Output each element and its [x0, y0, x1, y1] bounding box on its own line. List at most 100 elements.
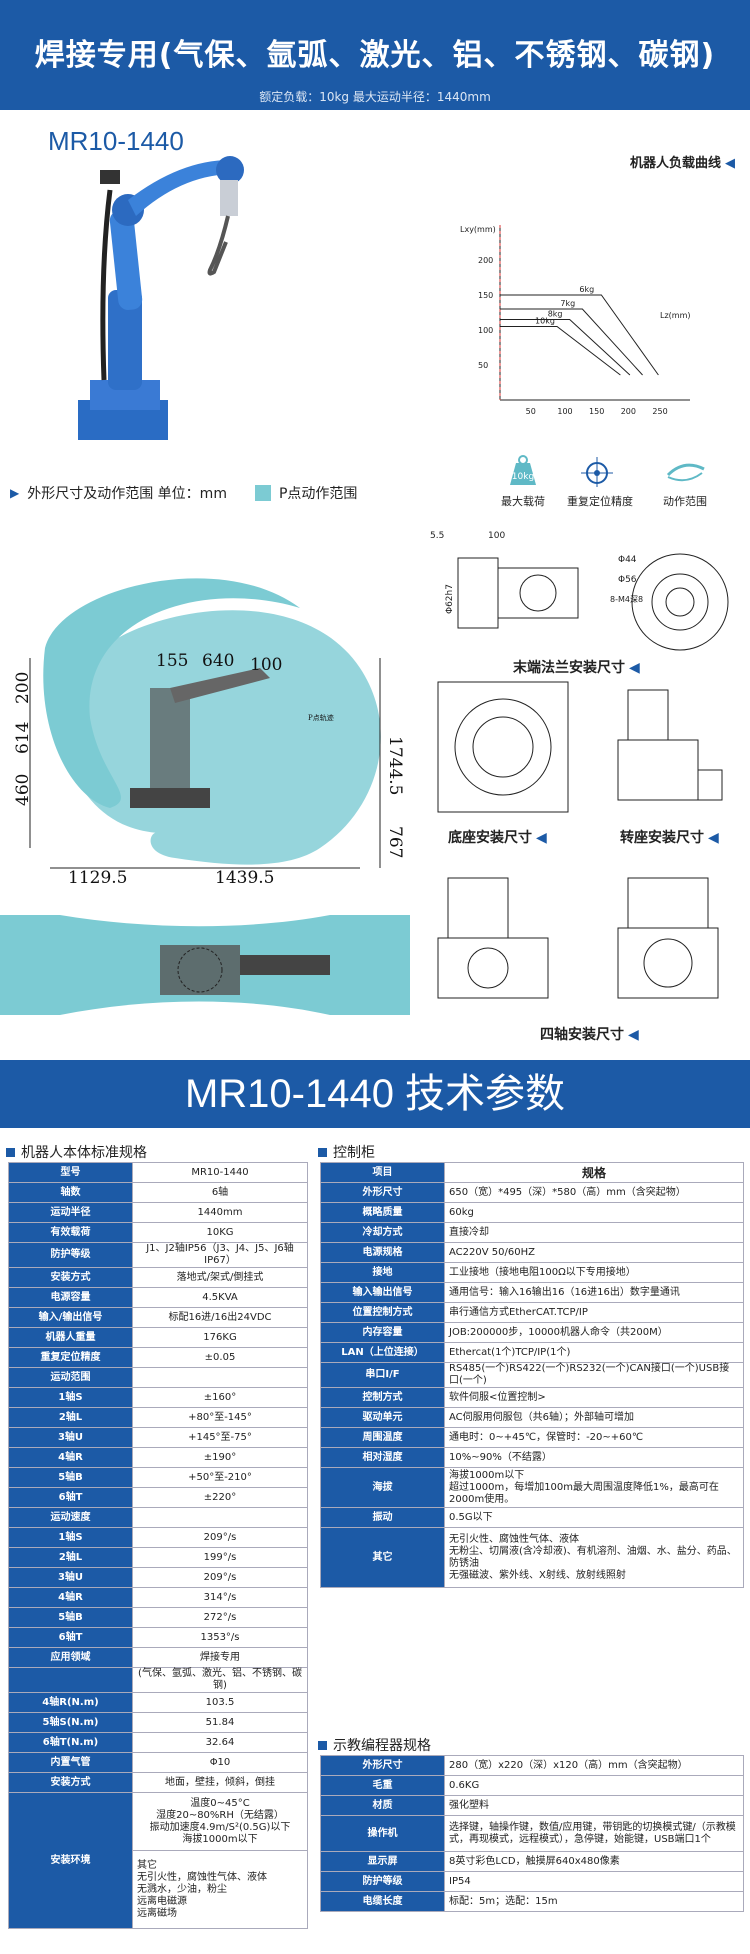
spec-key: 材质: [320, 1795, 445, 1816]
spec-value: ±0.05: [132, 1347, 308, 1368]
spec-value: 10%~90%（不结露）: [444, 1447, 744, 1468]
spec-key: 有效载荷: [8, 1222, 133, 1243]
flange-dim-m4: 8-M4深8: [610, 595, 643, 604]
flange-dim-5-5: 5.5: [430, 531, 444, 541]
feature-label: 重复定位精度: [567, 495, 633, 508]
working-range-top: [0, 915, 410, 1015]
spec-value: 32.64: [132, 1732, 308, 1753]
spec-value: 通用信号：输入16输出16（16进16出）数字量通讯: [444, 1282, 744, 1303]
spec-key: 位置控制方式: [320, 1302, 445, 1323]
table-row: 安装方式地面，壁挂，倾斜，倒挂: [8, 1772, 308, 1793]
flange-dim-56: Φ56: [618, 575, 637, 585]
table-row: 5轴B+50°至-210°: [8, 1467, 308, 1488]
spec-value: J1、J2轴IP56（J3、J4、J5、J6轴IP67）: [132, 1242, 308, 1268]
env-line: 无引火性，腐蚀性气体、液体: [137, 1871, 267, 1883]
spec-key: 其它: [320, 1527, 445, 1588]
spec-key: 5轴B: [8, 1607, 133, 1628]
spec-value: (气保、氩弧、激光、铝、不锈钢、碳钢): [132, 1667, 308, 1693]
base-drawing: [437, 681, 569, 813]
arrow-icon: ◀: [628, 1027, 639, 1043]
base-caption: 底座安装尺寸◀: [448, 830, 547, 846]
table-row: 材质强化塑料: [320, 1795, 744, 1816]
arrow-icon: ◀: [536, 830, 547, 846]
spec-value: IP54: [444, 1871, 744, 1892]
spec-value: 60kg: [444, 1202, 744, 1223]
spec-value: 650（宽）*495（深）*580（高）mm（含突起物）: [444, 1182, 744, 1203]
spec-value: 0.5G以下: [444, 1507, 744, 1528]
table-row: 其它无引火性，腐蚀性气体、液体无溅水，少油，粉尘远离电磁源远离磁场: [9, 1850, 308, 1929]
table-row: LAN（上位连接）Ethercat(1个)TCP/IP(1个): [320, 1342, 744, 1363]
spec-key: 6轴T: [8, 1487, 133, 1508]
spec-value: 0.6KG: [444, 1775, 744, 1796]
dim-767: 767: [385, 826, 405, 858]
spec-key: 5轴B: [8, 1467, 133, 1488]
spec-key: 内置气管: [8, 1752, 133, 1773]
page-title: 焊接专用(气保、氩弧、激光、铝、不锈钢、碳钢): [34, 38, 716, 73]
spec-key: 4轴R: [8, 1447, 133, 1468]
dims-label: 外形尺寸及动作范围 单位：mm: [27, 486, 227, 502]
spec-key: 运动速度: [8, 1507, 133, 1528]
load-curve-line: [500, 326, 621, 376]
spec-value: RS485(一个)RS422(一个)RS232(一个)CAN接口(一个)USB接…: [444, 1362, 744, 1388]
spec-key: 电源规格: [320, 1242, 445, 1263]
other-line: 无粉尘、切屑液(含冷却液)、有机溶剂、油烟、水、盐分、药品、防锈油: [449, 1545, 737, 1569]
spec-value: 落地式/架式/倒挂式: [132, 1267, 308, 1288]
table-row: 2轴L+80°至-145°: [8, 1407, 308, 1428]
spec-key: 应用领域: [8, 1647, 133, 1668]
spec-key: 毛重: [320, 1775, 445, 1796]
spec-value: 209°/s: [132, 1527, 308, 1548]
table-row: 其它无引火性、腐蚀性气体、液体无粉尘、切屑液(含冷却液)、有机溶剂、油烟、水、盐…: [320, 1527, 744, 1588]
axis4-side-drawing: [437, 877, 549, 999]
spec-key: 电缆长度: [320, 1891, 445, 1912]
table-row: 电缆长度标配：5m；选配：15m: [320, 1891, 744, 1912]
spec-value: AC220V 50/60HZ: [444, 1242, 744, 1263]
spec-key: 1轴S: [8, 1387, 133, 1408]
flange-side-drawing: 5.5 100 Φ62h7: [430, 531, 579, 629]
table-row: 周围温度通电时：0~+45℃，保管时：-20~+60℃: [320, 1427, 744, 1448]
target-icon: [579, 455, 621, 487]
load-curve-line: [500, 308, 643, 376]
spec-key: 接地: [320, 1262, 445, 1283]
working-range-side: 155 640 100 200 614 460 1744.5 767 1129.…: [13, 578, 405, 888]
load-curve-line: [500, 319, 631, 376]
spec-value: 103.5: [132, 1692, 308, 1713]
feature-repeatability: 重复定位精度: [565, 455, 635, 509]
table-row: 应用领域焊接专用: [8, 1647, 308, 1668]
spec-value: ±220°: [132, 1487, 308, 1508]
table-row: 安装方式落地式/架式/倒挂式: [8, 1267, 308, 1288]
flange-front-drawing: Φ44 Φ56 8-M4深8: [610, 553, 729, 651]
spec-key: 重复定位精度: [8, 1347, 133, 1368]
arc-icon: [664, 455, 706, 487]
spec-value: 6轴: [132, 1182, 308, 1203]
spec-value: 串行通信方式EtherCAT.TCP/IP: [444, 1302, 744, 1323]
table-row: 操作机选择键，轴操作键，数值/应用键，带钥匙的切换模式键/（示教模式，再现模式，…: [320, 1815, 744, 1852]
table-row: 冷却方式直接冷却: [320, 1222, 744, 1243]
x-axis-label: Lz(mm): [660, 311, 690, 320]
table-row: 1轴S±160°: [8, 1387, 308, 1408]
table-row: 6轴T±220°: [8, 1487, 308, 1508]
page-subtitle: 额定负载：10kg 最大运动半径：1440mm: [259, 90, 491, 104]
spec-key: 内存容量: [320, 1322, 445, 1343]
weight-icon: 10kg: [502, 455, 544, 487]
x-tick: 100: [557, 407, 572, 416]
dim-100: 100: [250, 655, 282, 675]
spec-value: 51.84: [132, 1712, 308, 1733]
axis4-caption: 四轴安装尺寸◀: [540, 1027, 639, 1043]
feature-label: 最大载荷: [501, 495, 545, 508]
arrow-icon: ◀: [725, 156, 736, 171]
env-line: 振动加速度4.9m/S²(0.5G)以下: [149, 1821, 291, 1833]
spec-key: 显示屏: [320, 1851, 445, 1872]
spec-value: AC伺服用伺服包（共6轴）；外部轴可增加: [444, 1407, 744, 1428]
tech-params-banner: MR10-1440 技术参数: [0, 1060, 750, 1128]
